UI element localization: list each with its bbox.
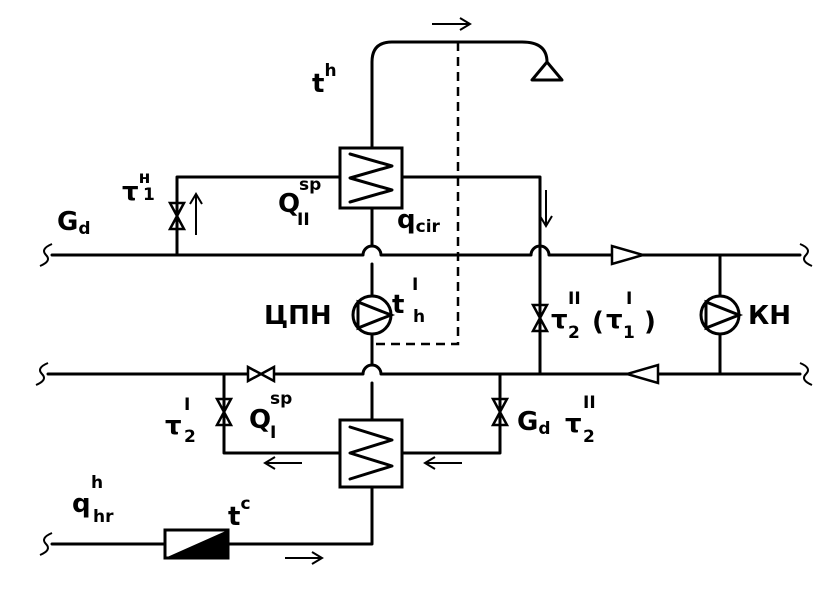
flow-arrow-icon — [189, 192, 203, 235]
flow-direction-triangle-icon — [622, 363, 660, 385]
label-tau2-i: τ — [165, 411, 182, 441]
valve-icon — [530, 303, 550, 333]
label-cpn: ЦПН — [264, 301, 332, 331]
valve-icon — [167, 201, 187, 231]
circulation-dashed-line — [372, 42, 460, 346]
label-q-ii-sp-sub: II — [297, 210, 310, 230]
label-q-i-sp-sup: sp — [270, 389, 292, 409]
label-tau2-ii-right: τ — [565, 409, 582, 439]
label-q-ii-sp-sup: sp — [299, 175, 321, 195]
break-mark-icon — [35, 362, 49, 386]
label-tau1-i: τ — [606, 305, 623, 335]
label-q-ii-sp: Q — [278, 189, 300, 219]
label-tau1-i-sub: 1 — [623, 323, 635, 343]
label-kn: КН — [748, 301, 791, 331]
heat-exchanger-stage2 — [338, 146, 404, 210]
stage1-branch-pipe — [222, 372, 502, 455]
label-paren-close: ) — [644, 307, 656, 337]
label-q-i-sp: Q — [249, 405, 271, 435]
break-mark-icon — [39, 532, 53, 556]
kn-pump-icon — [699, 294, 744, 336]
label-t-h-i-sub: h — [413, 307, 425, 327]
label-t-h-i: t — [392, 290, 404, 320]
label-paren-open: ( — [592, 307, 604, 337]
heat-exchanger-stage1 — [338, 418, 404, 489]
label-tau2-i-sub: 2 — [184, 427, 196, 447]
label-t-c: tc — [228, 494, 251, 532]
shower-head-icon — [530, 60, 564, 82]
valve-icon — [490, 397, 510, 427]
label-tau2-ii-right-sup: II — [583, 393, 596, 413]
label-tau2-ii-sub: 2 — [568, 323, 580, 343]
label-gd-right: Gd — [517, 407, 551, 439]
break-mark-icon — [799, 243, 813, 267]
label-q-cir: qcir — [397, 205, 441, 237]
label-q-i-sp-sub: I — [270, 423, 276, 443]
break-mark-icon — [799, 362, 813, 386]
valve-icon — [214, 397, 234, 427]
flow-arrow-icon — [539, 190, 553, 228]
label-t-h-i-sup: I — [412, 275, 418, 295]
water-meter-icon — [163, 528, 230, 560]
break-mark-icon — [39, 243, 53, 267]
label-tau2-ii: τ — [551, 305, 568, 335]
flow-arrow-icon — [432, 17, 472, 31]
label-tau1-n-sub: 1 — [143, 185, 155, 205]
flow-arrow-icon — [423, 456, 462, 470]
circulation-pump-icon — [351, 294, 396, 336]
label-q-hr-h-sup: h — [91, 473, 103, 493]
label-tau2-i-sup: I — [184, 395, 190, 415]
label-gd-left: Gd — [57, 207, 91, 239]
return-main-pipe — [46, 363, 802, 376]
flow-arrow-icon — [263, 456, 302, 470]
supply-main-pipe — [50, 244, 802, 257]
cold-water-pipe — [50, 485, 374, 546]
valve-icon — [246, 364, 276, 384]
flow-arrow-icon — [285, 551, 324, 565]
flow-direction-triangle-icon — [610, 244, 648, 266]
label-t-h: th — [312, 61, 337, 99]
label-q-hr-h: q — [72, 489, 91, 519]
label-q-hr-h-sub: hr — [93, 507, 114, 527]
label-tau1-n: τн — [122, 168, 150, 207]
label-tau2-ii-sup: II — [568, 289, 581, 309]
hot-water-riser — [370, 40, 549, 210]
label-tau2-ii-right-sub: 2 — [583, 427, 595, 447]
label-tau1-i-sup: I — [626, 289, 632, 309]
